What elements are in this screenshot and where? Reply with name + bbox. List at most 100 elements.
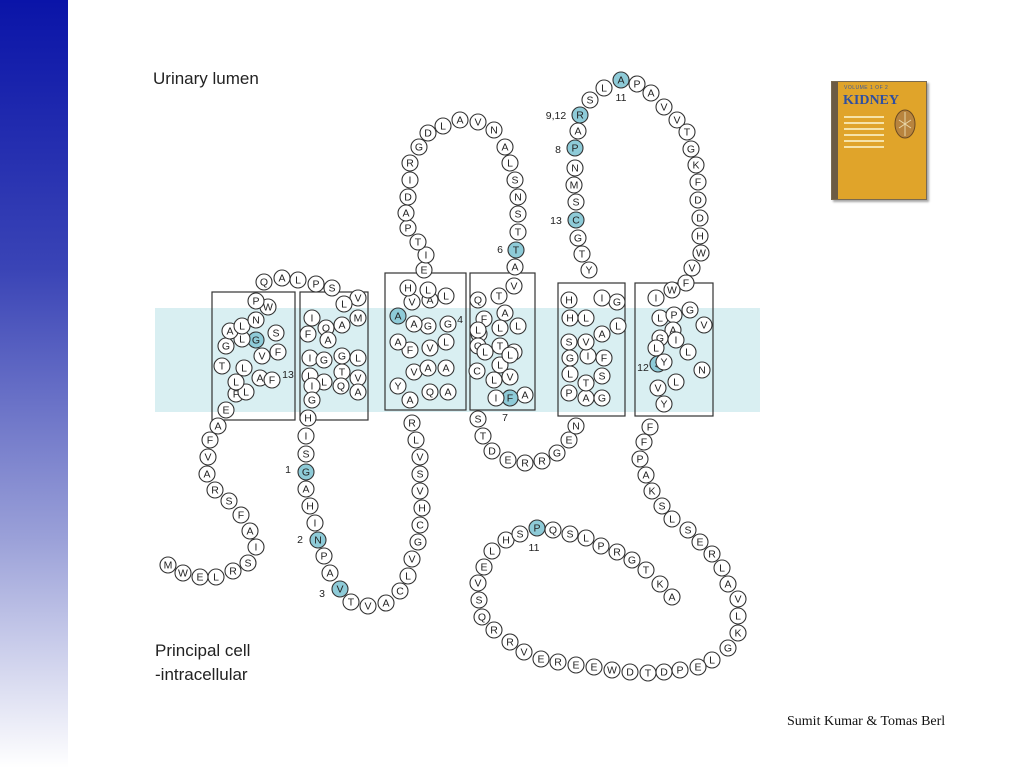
residue-circle	[653, 497, 671, 515]
residue-letter: F	[507, 393, 513, 405]
residue-circle	[682, 140, 700, 158]
residue-circle	[490, 287, 508, 305]
residue-letter: L	[515, 321, 521, 333]
residue-circle	[683, 259, 701, 277]
residue-letter: L	[405, 571, 411, 583]
residue-n-terminus-3: E	[191, 568, 209, 586]
residue-circle	[729, 590, 747, 608]
residue-letter: L	[440, 121, 446, 133]
residue-icl1-14: A	[377, 594, 395, 612]
residue-circle	[207, 568, 225, 586]
residue-letter: V	[204, 452, 211, 464]
residue-letter: V	[660, 102, 667, 114]
residue-circle	[227, 373, 245, 391]
residue-letter: S	[474, 414, 481, 426]
residue-tm5-18: H	[560, 291, 578, 309]
residue-letter: F	[407, 345, 413, 357]
residue-letter: L	[709, 655, 715, 667]
residue-ecl2-7: I	[401, 171, 419, 189]
residue-circle	[299, 409, 317, 427]
residue-circle	[506, 258, 524, 276]
residue-circle	[544, 521, 562, 539]
residue-letter: L	[615, 321, 621, 333]
residue-tm5-5: S	[593, 367, 611, 385]
residue-letter: E	[222, 405, 229, 417]
residue-ecl2-12: A	[451, 111, 469, 129]
residue-tm3-1: A	[401, 391, 419, 409]
residue-letter: A	[326, 568, 333, 580]
residue-circle	[560, 333, 578, 351]
residue-circle	[637, 466, 655, 484]
residue-c-terminus-19: P	[671, 661, 689, 679]
residue-letter: A	[226, 326, 233, 338]
residue-icl1-20: H	[413, 499, 431, 517]
residue-n-terminus-2: W	[174, 564, 192, 582]
residue-circle	[421, 339, 439, 357]
residue-circle	[647, 289, 665, 307]
residue-letter: M	[164, 560, 173, 572]
residue-letter: D	[696, 213, 704, 225]
tm-box-4	[469, 272, 536, 411]
residue-c-terminus-29: R	[501, 633, 519, 651]
residue-letter: E	[420, 265, 427, 277]
residue-ecl2-11: L	[434, 117, 452, 135]
residue-letter: L	[243, 387, 249, 399]
residue-letter: A	[354, 387, 361, 399]
residue-letter: G	[566, 353, 574, 365]
residue-letter: A	[382, 598, 389, 610]
residue-tm6-16: L	[667, 373, 685, 391]
position-number: 6	[497, 244, 503, 256]
residue-letter: V	[364, 601, 371, 613]
residue-tm6-5: P	[665, 306, 683, 324]
residue-icl1-21: V	[411, 482, 429, 500]
residue-ecl3-14: P	[628, 75, 646, 93]
residue-c-terminus-16: G	[719, 639, 737, 657]
residue-circle	[691, 209, 709, 227]
residue-circle	[224, 562, 242, 580]
residue-letter: L	[507, 350, 513, 362]
residue-letter: R	[506, 637, 514, 649]
residue-c-terminus-42: P	[592, 537, 610, 555]
residue-letter: N	[698, 365, 706, 377]
residue-tm1-10: F	[269, 343, 287, 361]
residue-c-terminus-35: L	[483, 542, 501, 560]
residue-letter: S	[475, 595, 482, 607]
residue-tm5-9: G	[561, 349, 579, 367]
residue-circle	[649, 379, 667, 397]
residue-circle	[475, 558, 493, 576]
residue-letter: L	[443, 291, 449, 303]
residue-letter: S	[272, 328, 279, 340]
residue-circle	[485, 121, 503, 139]
residue-letter: E	[480, 562, 487, 574]
residue-letter: P	[670, 310, 677, 322]
intracellular-label: -intracellular	[155, 665, 248, 684]
residue-tm5-16: G	[608, 293, 626, 311]
residue-letter: T	[643, 565, 650, 577]
residue-letter: L	[341, 299, 347, 311]
residue-letter: I	[425, 250, 428, 262]
residue-icl1-23: V	[411, 448, 429, 466]
residue-letter: R	[708, 549, 716, 561]
residue-ecl2-18: N	[509, 188, 527, 206]
residue-circle	[419, 281, 437, 299]
residue-letter: S	[302, 449, 309, 461]
residue-letter: I	[601, 293, 604, 305]
residue-letter: V	[700, 320, 707, 332]
residue-letter: Y	[660, 399, 667, 411]
position-number: 1	[285, 464, 291, 476]
residue-circle	[469, 574, 487, 592]
residue-letter: I	[314, 518, 317, 530]
residue-circle	[232, 506, 250, 524]
residue-letter: G	[598, 393, 606, 405]
residue-letter: F	[207, 435, 213, 447]
residue-circle	[577, 529, 595, 547]
residue-letter: P	[252, 296, 259, 308]
residue-circle	[411, 516, 429, 534]
residue-letter: D	[488, 446, 496, 458]
residue-tm1-14: S	[267, 324, 285, 342]
residue-circle	[220, 492, 238, 510]
residue-letter: L	[601, 83, 607, 95]
residue-icl1-16: L	[399, 567, 417, 585]
residue-circle	[297, 480, 315, 498]
residue-letter: Q	[478, 612, 486, 624]
